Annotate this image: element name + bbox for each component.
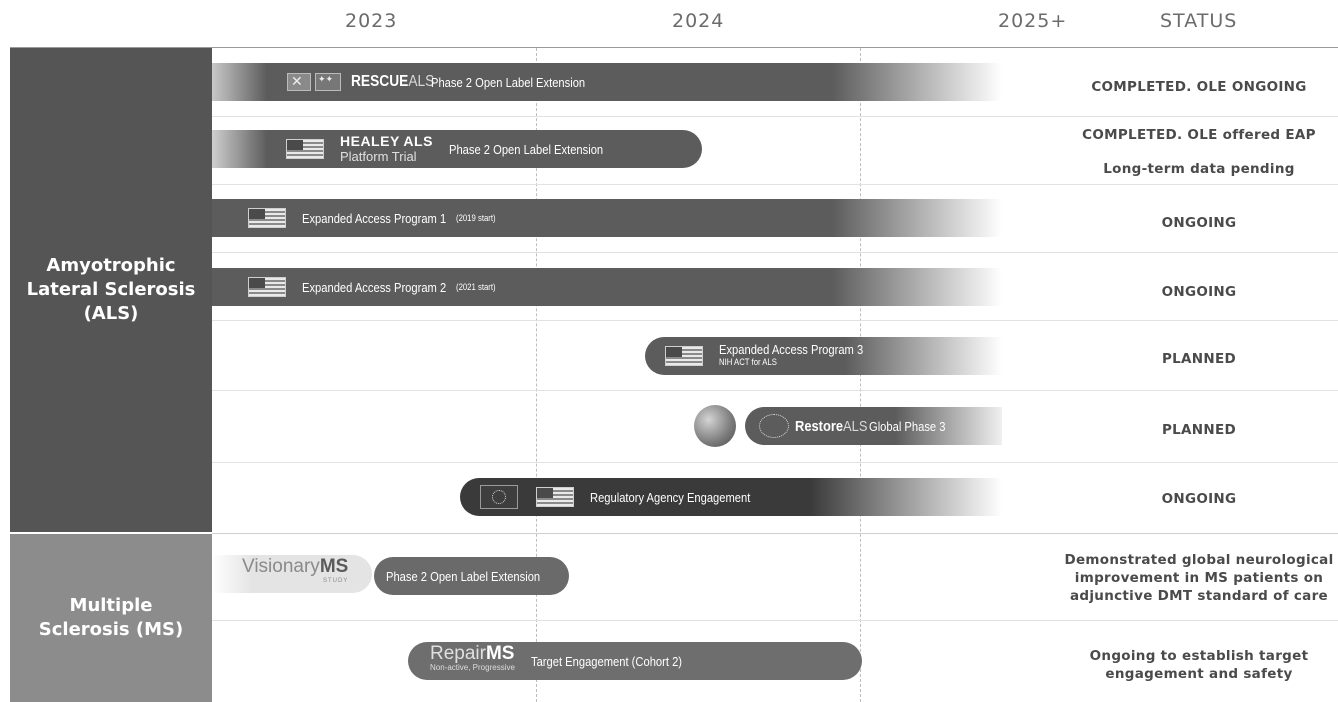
column-header-2025: 2025+: [998, 10, 1068, 32]
globe-icon: [694, 405, 736, 447]
eap1-bar-text: Expanded Access Program 1: [302, 210, 447, 226]
status-healey-line2: Long-term data pending: [1103, 161, 1295, 177]
visionary-brand-sub: STUDY: [322, 578, 349, 584]
restore-brand-light: ALS: [843, 417, 868, 435]
restore-brand-bold: Restore: [795, 417, 844, 435]
row-divider: [212, 390, 1338, 391]
timeline-bar-rescue-als: RESCUEALS Phase 2 Open Label Extension: [212, 63, 1002, 101]
status-repair: Ongoing to establish target engagement a…: [1089, 648, 1309, 682]
timeline-bar-visionary-ms: Phase 2 Open Label Extension: [374, 557, 569, 595]
us-flag-icon: [665, 346, 703, 366]
status-rescue: COMPLETED. OLE ONGOING: [1091, 79, 1307, 95]
visionary-brand-light: Visionary: [242, 556, 320, 577]
restore-bar-text: Global Phase 3: [869, 418, 946, 434]
repair-brand-light: Repair: [430, 643, 486, 664]
section-label-ms: Multiple Sclerosis (MS): [10, 534, 212, 702]
healey-brand-subtitle: Platform Trial: [340, 149, 417, 164]
us-flag-icon: [536, 487, 574, 507]
row-divider: [212, 184, 1338, 185]
us-flag-icon: [286, 139, 324, 159]
row-divider: [212, 116, 1338, 117]
column-header-2024: 2024: [672, 10, 725, 32]
repair-brand-bold: MS: [485, 643, 515, 664]
section-label-als-text: Amyotrophic Lateral Sclerosis (ALS): [26, 255, 196, 324]
regulatory-bar-text: Regulatory Agency Engagement: [590, 489, 751, 505]
us-flag-icon: [248, 277, 286, 297]
eap2-bar-text: Expanded Access Program 2: [302, 279, 447, 295]
timeline-bar-repair-ms: RepairMS Non-active, Progressive Target …: [408, 642, 862, 680]
timeline-bar-eap1: Expanded Access Program 1 (2019 start): [212, 199, 1002, 237]
rescue-brand-light: ALS: [408, 73, 435, 90]
brain-icon: [759, 414, 789, 438]
us-flag-icon: [248, 208, 286, 228]
header-divider: [10, 47, 1338, 48]
uk-flag-icon: [287, 73, 311, 91]
eap3-bar-text: Expanded Access Program 3: [719, 342, 864, 357]
timeline-bar-restore-als: RestoreALS Global Phase 3: [745, 407, 1002, 445]
section-divider: [212, 533, 1338, 534]
status-eap1: ONGOING: [1161, 215, 1237, 231]
status-restore: PLANNED: [1161, 422, 1237, 438]
status-visionary: Demonstrated global neurological improve…: [1064, 552, 1334, 604]
status-healey-line1: COMPLETED. OLE offered EAP: [1082, 127, 1316, 143]
healey-brand-title: HEALEY ALS: [340, 133, 433, 149]
year-divider-2025: [860, 48, 861, 702]
eap1-bar-note: (2019 start): [455, 213, 496, 223]
status-eap3: PLANNED: [1161, 351, 1237, 367]
timeline-bar-eap2: Expanded Access Program 2 (2021 start): [212, 268, 1002, 306]
column-header-2023: 2023: [345, 10, 398, 32]
rescue-bar-text: Phase 2 Open Label Extension: [431, 74, 586, 90]
visionary-ms-logo-pill: VisionaryMS STUDY: [212, 555, 372, 593]
visionary-bar-text: Phase 2 Open Label Extension: [386, 568, 541, 584]
status-regulatory: ONGOING: [1161, 491, 1237, 507]
status-eap2: ONGOING: [1161, 284, 1237, 300]
row-divider: [212, 462, 1338, 463]
repair-brand-sub: Non-active, Progressive: [430, 663, 515, 672]
eap2-bar-note: (2021 start): [455, 282, 496, 292]
section-label-als: Amyotrophic Lateral Sclerosis (ALS): [10, 48, 212, 532]
eu-flag-icon: [480, 485, 518, 509]
healey-bar-text: Phase 2 Open Label Extension: [448, 141, 604, 157]
australia-flag-icon: [315, 73, 341, 91]
eap3-bar-note: NIH ACT for ALS: [719, 357, 777, 367]
year-divider-2024: [536, 48, 537, 702]
row-divider: [212, 252, 1338, 253]
repair-bar-text: Target Engagement (Cohort 2): [530, 653, 682, 669]
row-divider: [212, 620, 1338, 621]
timeline-bar-eap3: Expanded Access Program 3 NIH ACT for AL…: [645, 337, 1002, 375]
timeline-bar-regulatory: Regulatory Agency Engagement: [460, 478, 1002, 516]
section-label-ms-text: Multiple Sclerosis (MS): [38, 595, 184, 640]
row-divider: [212, 320, 1338, 321]
timeline-bar-healey-als: HEALEY ALS Platform Trial Phase 2 Open L…: [212, 130, 702, 168]
column-header-status: STATUS: [1160, 10, 1238, 32]
visionary-brand-bold: MS: [319, 556, 349, 577]
rescue-brand-bold: RESCUE: [351, 73, 409, 90]
